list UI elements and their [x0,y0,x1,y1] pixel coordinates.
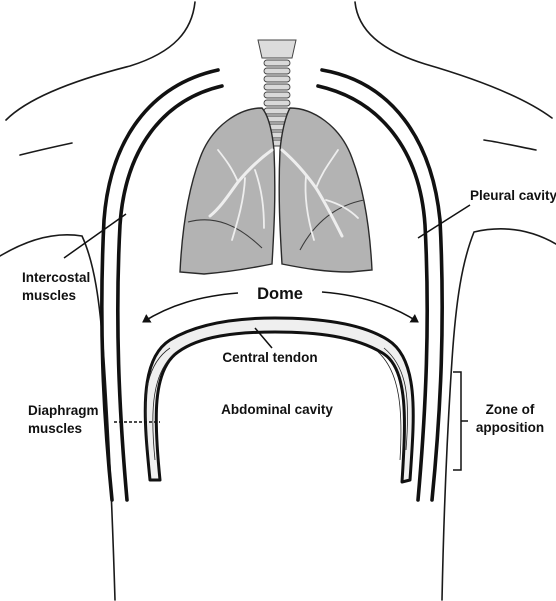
central-tendon-label: Central tendon [222,350,317,365]
left-lung [180,108,275,274]
shoulder-left-line [20,143,72,155]
trachea-ring [264,92,290,98]
trachea-ring [264,100,290,106]
shoulder-right-line [484,140,536,150]
zone-of-apposition-label-line1: Zone of [486,402,535,417]
abdominal-cavity-label: Abdominal cavity [221,402,333,417]
dome-arrow-left [143,293,238,322]
dome-label: Dome [257,285,303,303]
diaphragm-muscles-label-line1: Diaphragm [28,403,99,418]
zone-of-apposition-label-line2: apposition [476,420,544,435]
pleural-cavity-label: Pleural cavity [470,188,556,203]
trachea-ring [264,60,290,66]
intercostal-muscles-label-line1: Intercostal [22,270,90,285]
intercostal-muscles-label-line2: muscles [22,288,76,303]
right-lung-shape [279,108,372,272]
trachea-ring [264,84,290,90]
right-lung [279,108,372,272]
larynx [258,40,296,58]
trachea-ring [264,108,290,114]
diaphragm [145,318,413,482]
neck-left-outline [6,2,195,120]
zone-of-apposition-bracket [453,372,468,470]
intercostal-leader [64,214,126,258]
trachea-ring [264,68,290,74]
dome-arrow-right [322,292,418,322]
trachea-ring [264,76,290,82]
diaphragm-muscle [145,318,413,482]
diaphragm-muscles-label-line2: muscles [28,421,82,436]
